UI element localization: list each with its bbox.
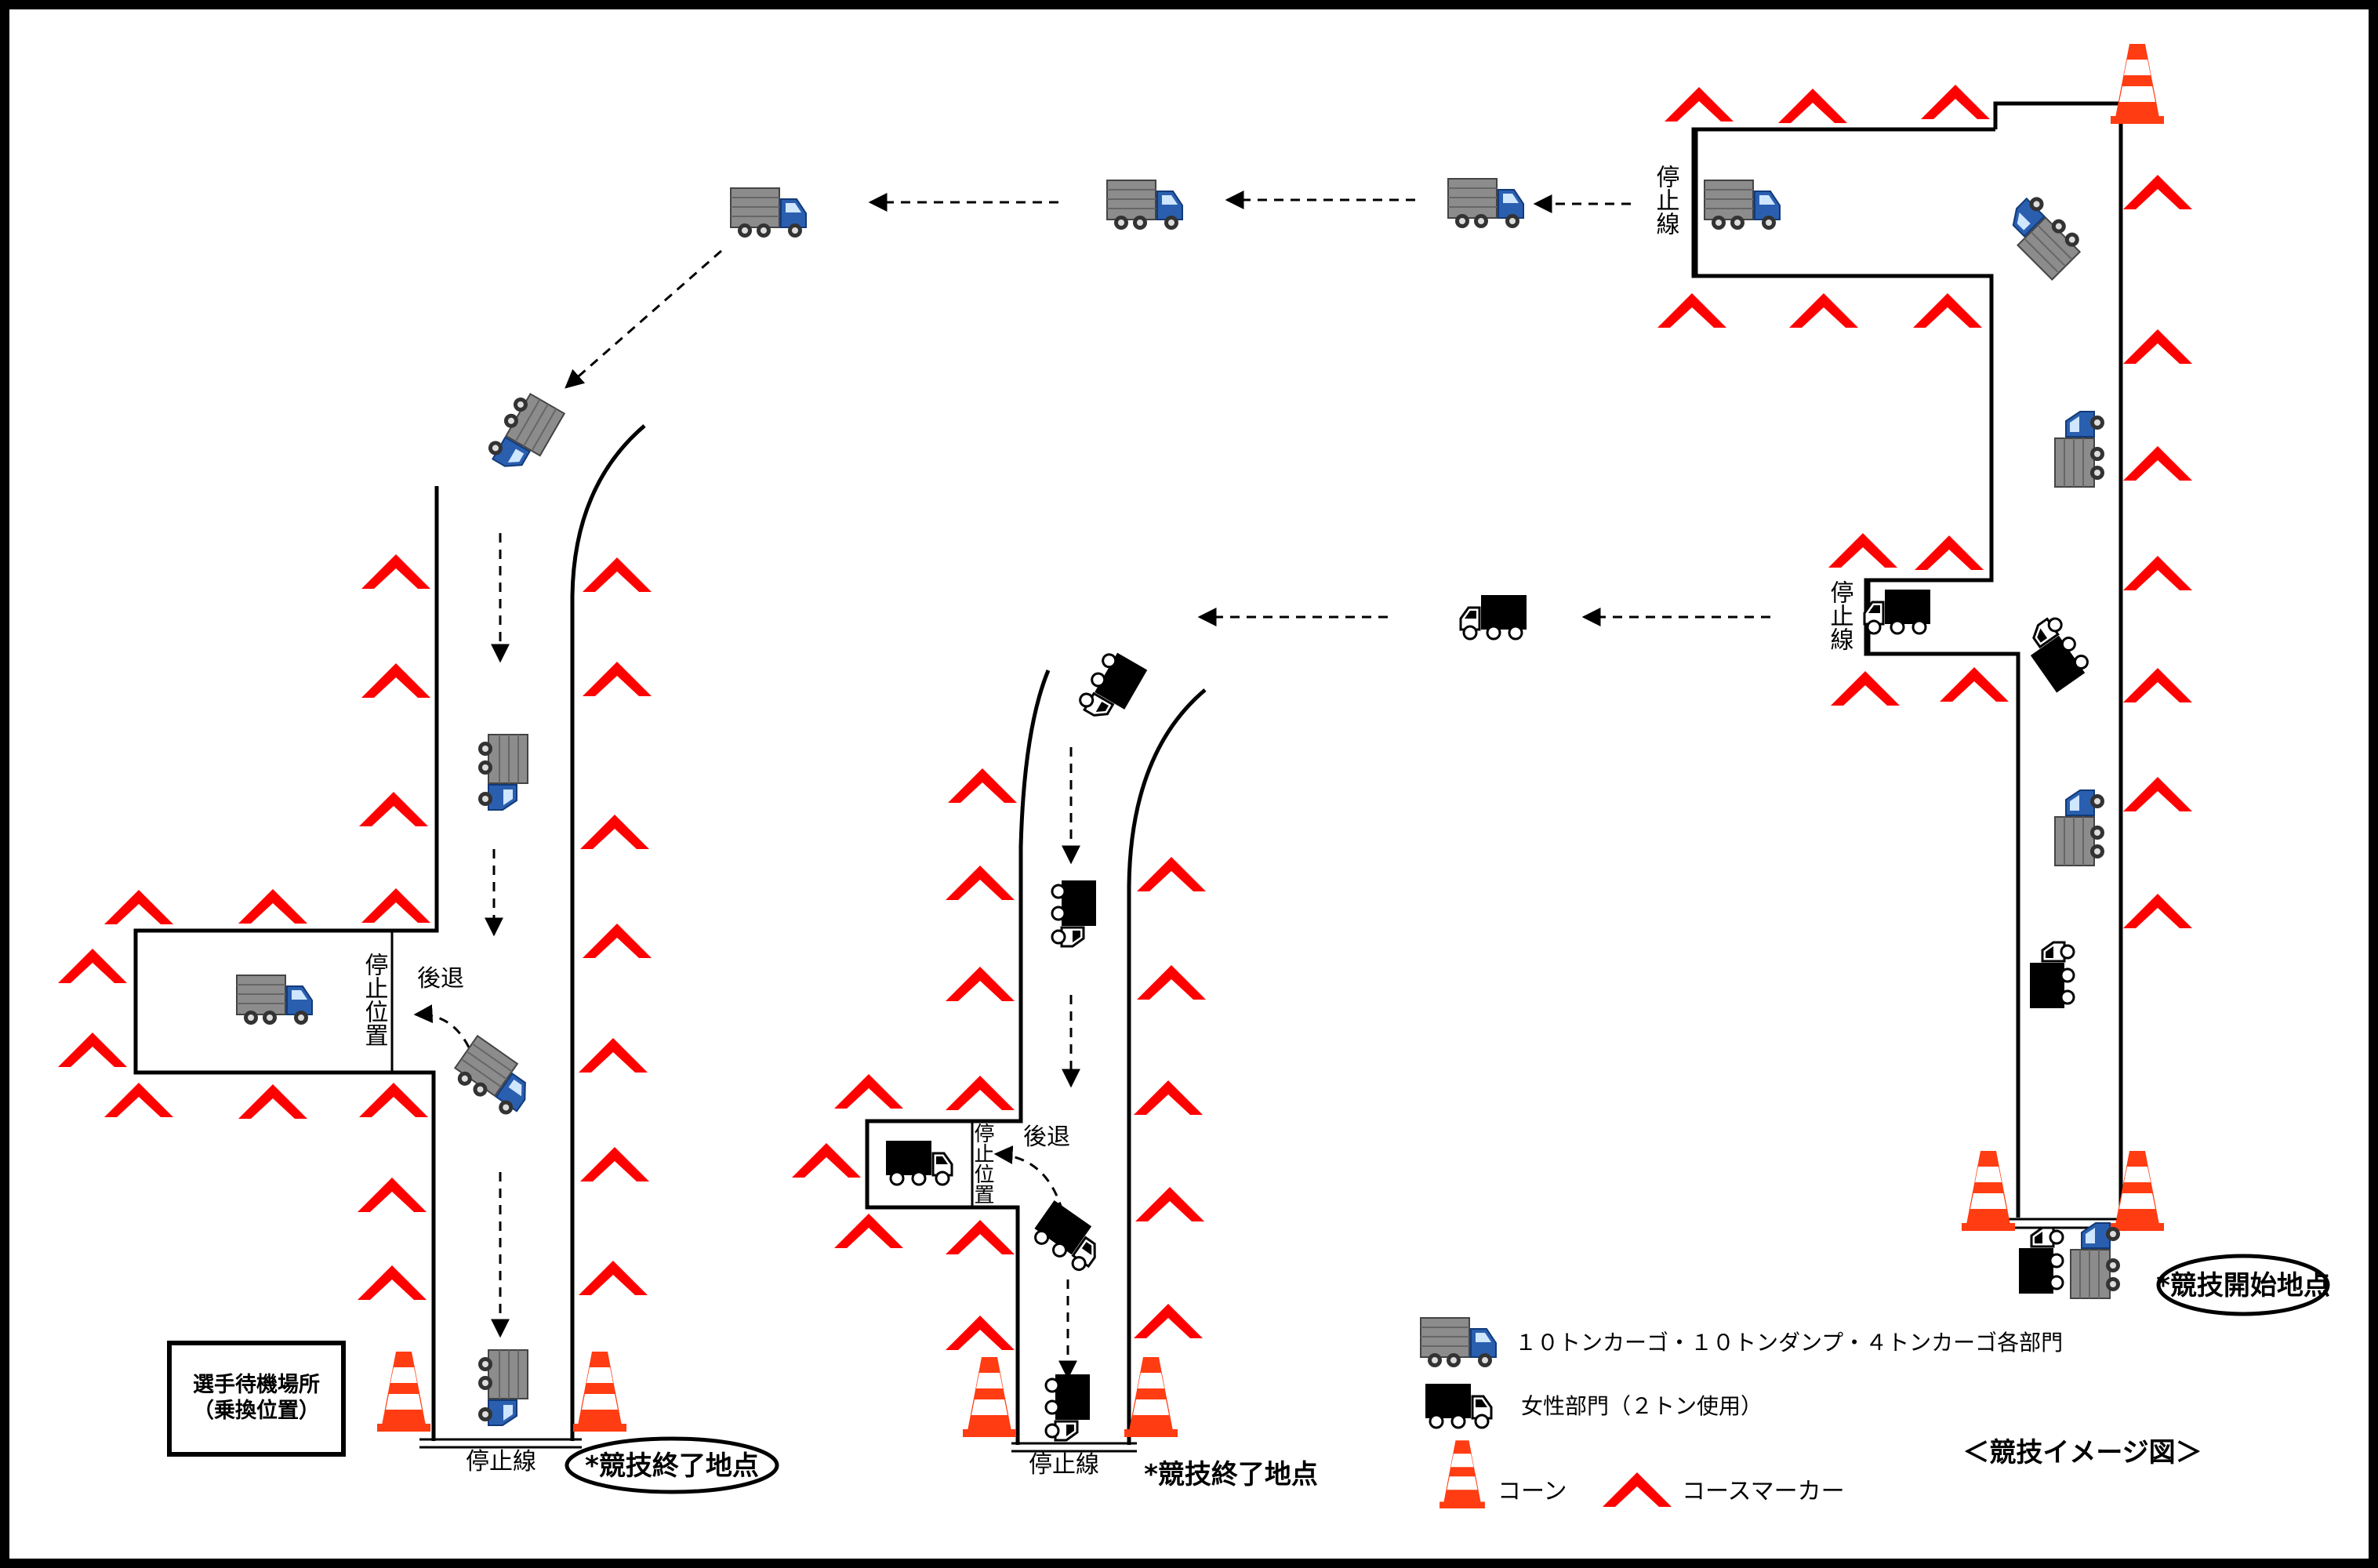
waiting-area-box (167, 1341, 346, 1457)
stop-line-label: 停止線 (466, 1448, 536, 1475)
middle-course-outline (865, 670, 1051, 1445)
legend-marker-label: コースマーカー (1682, 1478, 1845, 1505)
legend-women-truck-icon (1424, 1382, 1493, 1429)
legend-cone-icon (1440, 1440, 1485, 1508)
end-point-label: *競技終了地点 (1144, 1459, 1318, 1490)
reverse-label: 後退 (1023, 1123, 1070, 1151)
stop-line-label: 停止線 (1826, 580, 1854, 651)
reverse-label: 後退 (417, 965, 464, 993)
stop-position-label: 停止位置 (361, 953, 389, 1047)
legend-women-truck-label: 女性部門（２トン使用） (1521, 1393, 1763, 1419)
route-arrows (413, 191, 1770, 1380)
waiting-area-sublabel: （乗換位置） (193, 1398, 320, 1423)
legend-marker-icon (1603, 1472, 1672, 1507)
end-point-ellipse (565, 1436, 779, 1494)
start-point-ellipse (2156, 1254, 2330, 1316)
legend-heavy-truck-label: １０トンカーゴ・１０トンダンプ・４トンカーゴ各部門 (1515, 1330, 2063, 1356)
waiting-area-label: 選手待機場所 (193, 1373, 320, 1397)
left-course-outline (133, 486, 439, 1441)
heavy-trucks (236, 178, 2121, 1426)
course-labels: 停止線 停止線 停止位置 停止位置 後退 後退 停止線 停止線 *競技開始地点 … (167, 165, 2330, 1494)
stop-line-label: 停止線 (1652, 165, 1680, 235)
legend-heavy-truck-icon (1420, 1317, 1497, 1368)
course-lines (133, 101, 2129, 1453)
cones (377, 44, 2164, 1437)
legend: １０トンカーゴ・１０トンダンプ・４トンカーゴ各部門 女性部門（２トン使用） コー… (1420, 1317, 2063, 1508)
start-point-label: *競技開始地点 (2156, 1270, 2330, 1301)
legend-cone-label: コーン (1498, 1478, 1567, 1505)
diagram-title: ＜競技イメージ図＞ (1962, 1437, 2202, 1468)
stop-position-label: 停止位置 (971, 1123, 994, 1204)
right-course-outline (1691, 127, 2020, 1218)
end-point-label: *競技終了地点 (585, 1450, 759, 1482)
stop-line-label: 停止線 (1029, 1451, 1099, 1479)
